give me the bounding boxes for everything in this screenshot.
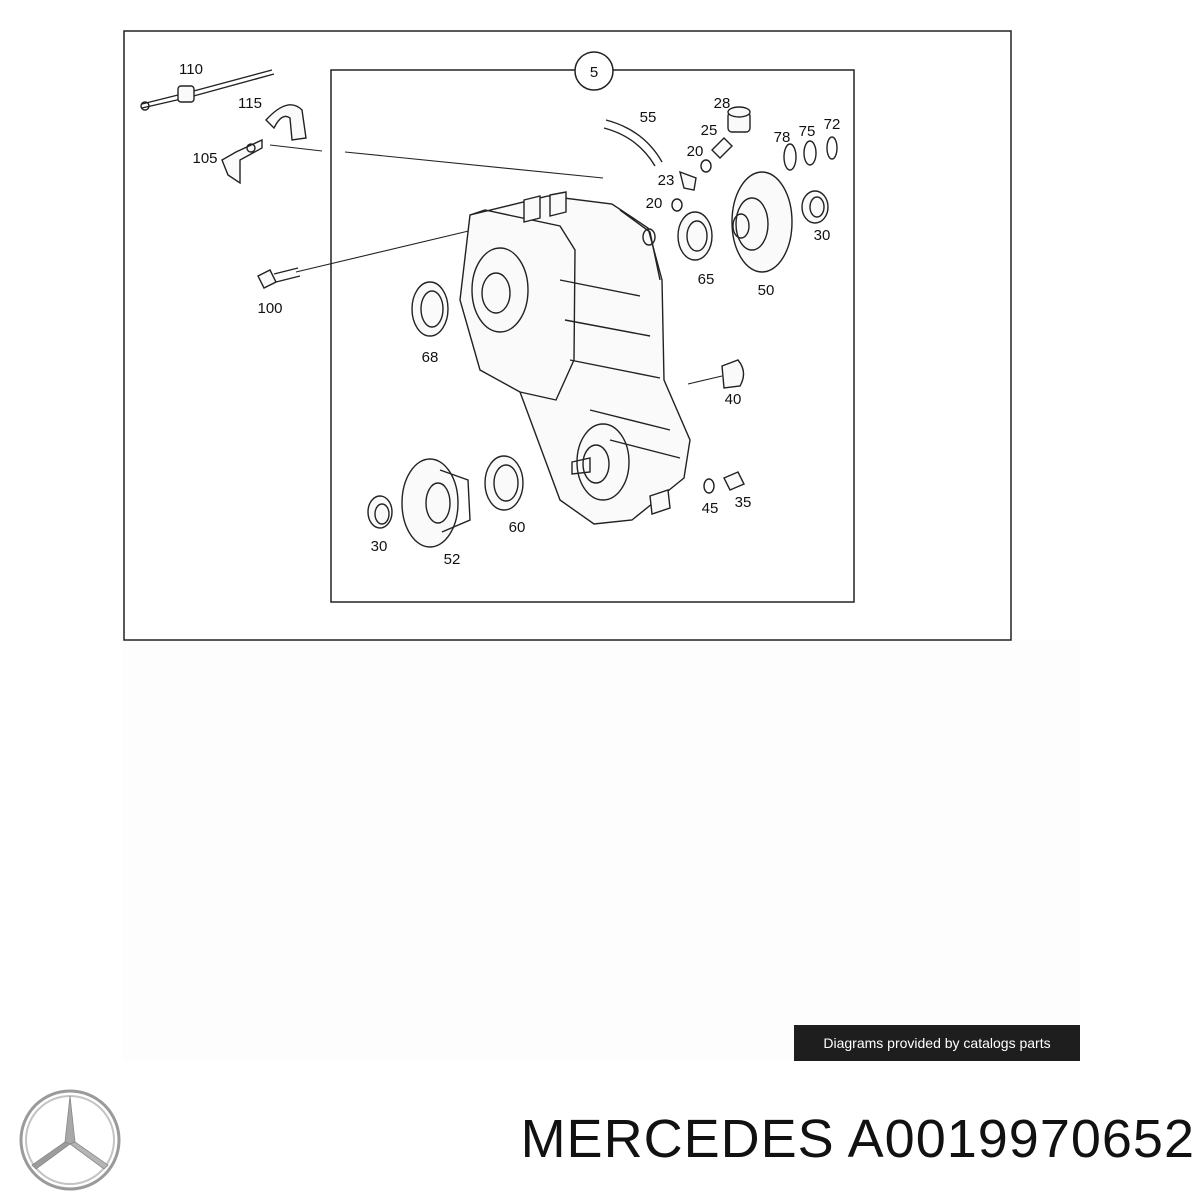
shaft-seal-part-front [677,211,713,261]
shaft-seal-part-rear [484,455,524,511]
bracket-part [221,138,263,185]
part-label-25: 25 [701,122,718,139]
group-label: 5 [590,64,598,81]
transfer-case-housing [459,191,691,525]
part-label-65: 65 [698,271,715,288]
part-label-115: 115 [238,95,262,112]
bolt-part [257,267,301,289]
hose-part [265,104,307,141]
part-label-100: 100 [257,300,282,317]
output-flange-part-rear [401,458,471,548]
washer-part-b [671,198,683,212]
part-label-35: 35 [735,494,752,511]
sealing-washer-part [703,478,715,494]
group-circle [574,51,614,91]
part-label-110: 110 [179,61,203,78]
part-label-45: 45 [702,500,719,517]
part-label-23: 23 [658,172,675,189]
part-label-78: 78 [774,129,791,146]
seal-ring-part [803,140,817,166]
part-label-28: 28 [714,95,731,112]
cable-tie-part [140,69,275,111]
part-label-105: 105 [192,150,217,167]
flange-nut-part-upper [801,190,829,224]
brand-name: MERCEDES [520,1109,835,1169]
screw-plug-part [723,471,745,491]
part-label-72: 72 [824,116,841,133]
vent-cap-part [727,106,751,133]
part-label-55: 55 [640,109,657,126]
washer-part-a [700,159,712,173]
fitting-part [678,170,697,191]
diagram-background [122,640,1080,1060]
shaft-seal-part-left [411,281,449,337]
drain-plug-part [721,359,745,389]
part-label-75: 75 [799,123,816,140]
part-label-60: 60 [509,519,526,536]
part-number: A0019970652 [847,1109,1195,1169]
part-label-50: 50 [758,282,775,299]
part-label-40: 40 [725,391,742,408]
part-label-30-lower: 30 [371,538,388,555]
brand-part-number: MERCEDES A0019970652 [405,1108,1195,1180]
breather-valve-part [711,137,733,159]
mercedes-star-logo-icon [19,1089,121,1191]
part-label-68: 68 [422,349,439,366]
part-label-20a: 20 [687,143,704,160]
part-label-30-upper: 30 [814,227,831,244]
diagram-credit-badge: Diagrams provided by catalogs parts [794,1025,1080,1061]
circlip-part [826,136,838,160]
flange-nut-part-lower [367,495,393,529]
part-label-52: 52 [444,551,461,568]
shim-ring-part [783,143,797,171]
part-label-20b: 20 [646,195,663,212]
output-flange-part-front [731,171,793,273]
vent-hose-part [603,119,663,167]
